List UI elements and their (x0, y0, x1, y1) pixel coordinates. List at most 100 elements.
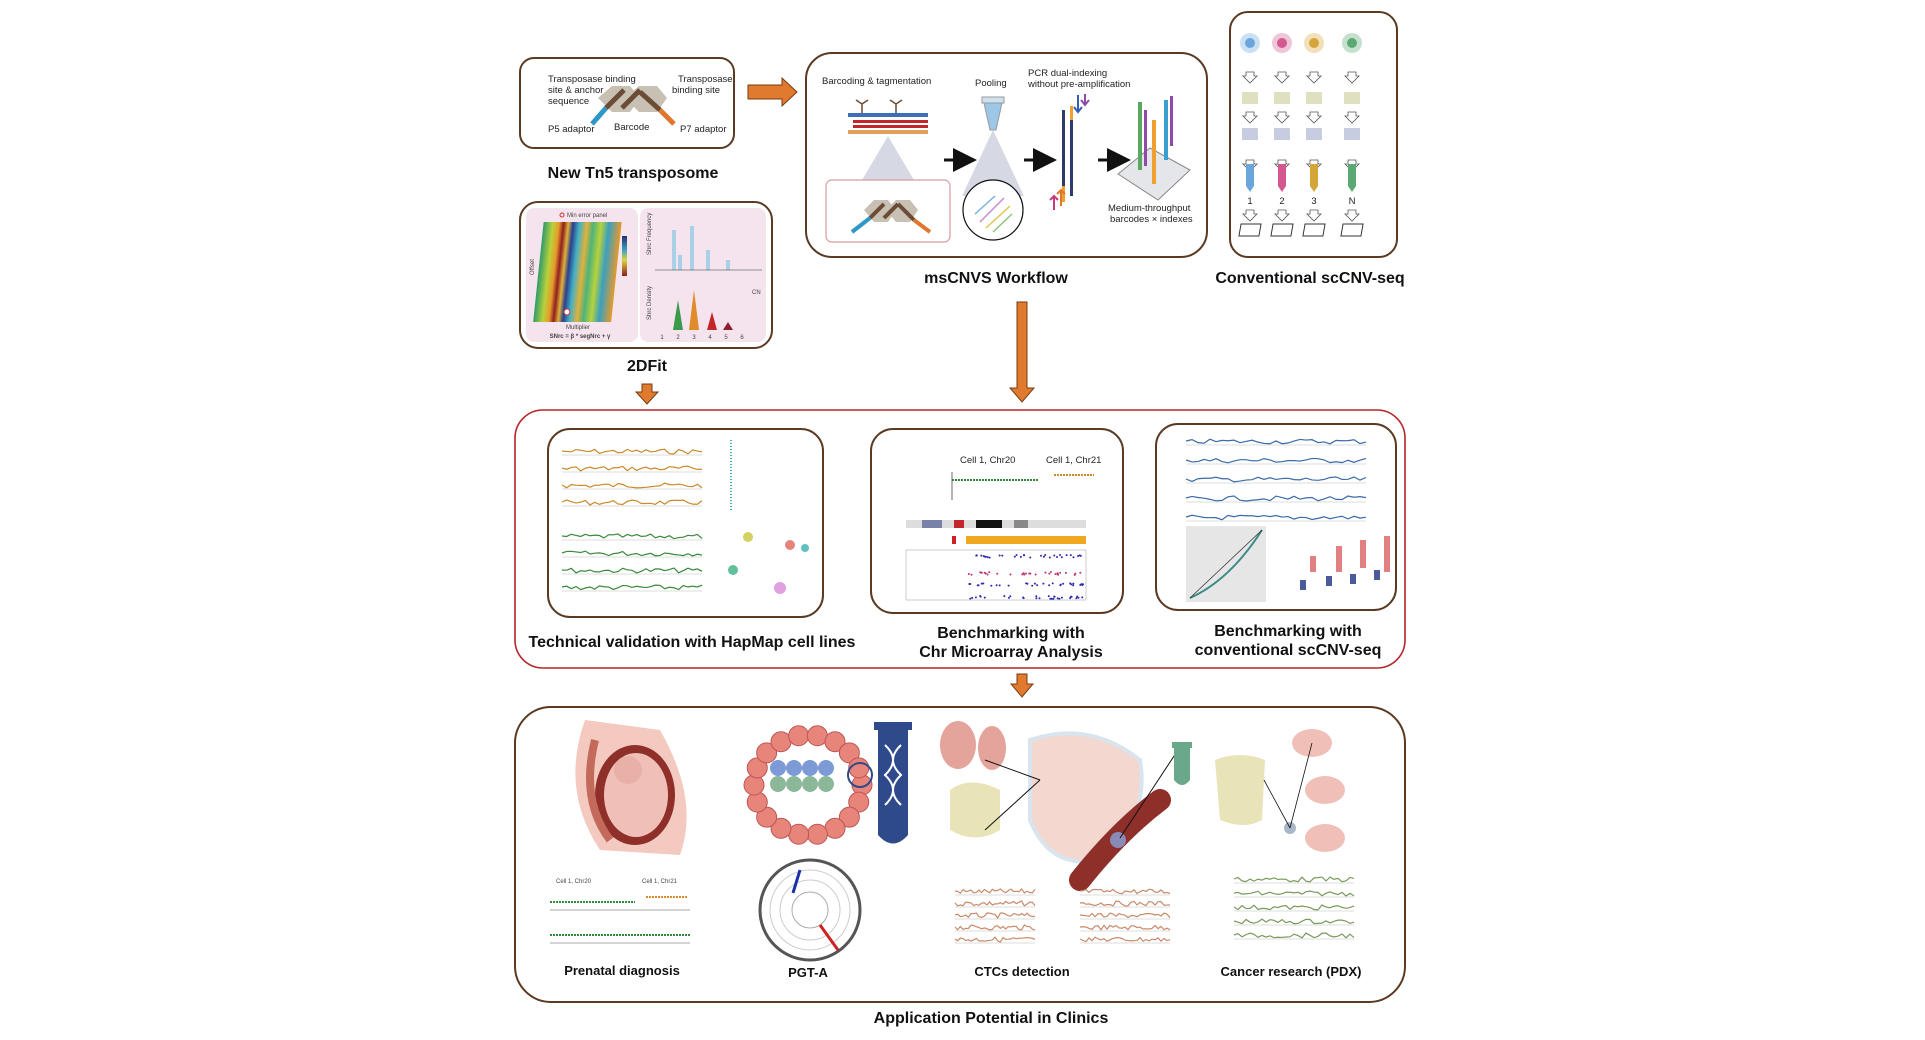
pregnancy-illustration (575, 720, 687, 855)
tn5-label-anchor-2: site & anchor (548, 85, 603, 96)
prenatal-cell21-label: Cell 1, Chr21 (642, 879, 678, 885)
histogram (655, 226, 762, 330)
allele-dot (979, 595, 982, 598)
hapmap-scatter (728, 440, 809, 594)
allele-dot (1056, 597, 1059, 600)
circos-plot (758, 858, 862, 962)
prenatal-label: Prenatal diagnosis (564, 963, 680, 978)
inner-cell (770, 776, 786, 792)
workflow-step-barcoding: Barcoding & tagmentation (822, 76, 931, 87)
pdx-row-trace (1233, 918, 1355, 925)
library-icon (1306, 128, 1322, 140)
density-peak (673, 300, 683, 330)
tn5-label-site: Transposase (678, 74, 733, 85)
tn5-label-anchor-3: sequence (548, 96, 589, 107)
allele-dot (1056, 555, 1059, 558)
arrow-down-icon (1242, 111, 1258, 124)
tube-label: 3 (1311, 196, 1316, 207)
heatmap-legend: Min error panel (567, 213, 607, 219)
allele-dot (983, 596, 986, 599)
hapmap-row-trace (561, 499, 703, 506)
allele-dot (1023, 573, 1026, 576)
tn5-transposome-icon (590, 86, 676, 126)
workflow-step-pooling: Pooling (975, 78, 1007, 89)
x-tick-label: 3 (692, 335, 696, 341)
allele-dot (988, 571, 991, 574)
allele-dot (1053, 554, 1056, 557)
allele-dot (982, 555, 985, 558)
ctc-row-trace (954, 924, 1036, 931)
trophectoderm-cell (788, 725, 810, 747)
allele-dot (1058, 597, 1061, 600)
allele-dot (995, 584, 998, 587)
magnified-cell (847, 762, 873, 788)
cma-chr-plot (905, 472, 1094, 601)
x-tick-label: 4 (708, 335, 712, 341)
allele-dot (982, 582, 985, 585)
allele-dot (976, 584, 979, 587)
legend-marker (559, 212, 565, 218)
validation-box (514, 409, 1406, 669)
allele-dot (1038, 597, 1041, 600)
pcr-strands-icon (1049, 94, 1090, 210)
allele-dot (986, 556, 989, 559)
library-icon (1344, 128, 1360, 140)
cma-title-2: Chr Microarray Analysis (919, 644, 1103, 661)
allele-dot (1074, 572, 1077, 575)
allele-dot (1059, 571, 1062, 574)
ctc-row-trace (954, 936, 1036, 943)
clinics-title: Application Potential in Clinics (874, 1010, 1109, 1027)
library-icon (1274, 128, 1290, 140)
ctc-row-trace (1079, 936, 1171, 943)
allele-dot (1062, 582, 1065, 585)
hapmap-row-trace (561, 482, 703, 489)
allele-dot (1081, 596, 1084, 599)
workflow-step-pcr: PCR dual-indexing (1028, 68, 1107, 79)
workflow-result-2: barcodes × indexes (1110, 214, 1193, 225)
ctc-cnv-plots (954, 888, 1171, 944)
trophectoderm-cell (746, 757, 768, 779)
allele-dot (1052, 597, 1055, 600)
prenatal-cnv-plot (550, 896, 690, 944)
tube-icon (1246, 164, 1254, 192)
cma-title: Benchmarking with (937, 625, 1085, 642)
allele-dot (1035, 595, 1038, 598)
arrow-down-icon (634, 383, 660, 405)
allele-dot (1047, 595, 1050, 598)
cma-cell20-label: Cell 1, Chr20 (960, 455, 1015, 466)
allele-dot (996, 572, 999, 575)
dna-fragments-icon (1274, 92, 1290, 104)
clinics-group: Cell 1, Chr20 Cell 1, Chr21 (514, 706, 1406, 1003)
trophectoderm-cell (824, 817, 846, 839)
allele-dot (975, 554, 978, 557)
tn5-label-site-2: binding site (672, 85, 720, 96)
trophectoderm-cell (806, 725, 828, 747)
histogram-bar (690, 226, 694, 270)
density-ylabel: Shrc Density (647, 286, 653, 320)
error-heatmap (533, 222, 622, 322)
allele-dot (1076, 595, 1079, 598)
arrow-down-icon (1344, 71, 1360, 84)
allele-dot (1028, 572, 1031, 575)
allele-dot (985, 555, 988, 558)
allele-dot (1059, 584, 1062, 587)
x-tick-label: 6 (740, 335, 744, 341)
pdx-label: Cancer research (PDX) (1221, 964, 1362, 979)
hapmap-box (547, 428, 824, 618)
trophectoderm-cell (756, 742, 778, 764)
allele-dot (1033, 582, 1036, 585)
allele-dot (1065, 554, 1068, 557)
arrow-down-icon (1306, 71, 1322, 84)
pdx-row-trace (1233, 904, 1355, 911)
arrow-right-icon (747, 76, 798, 108)
embryo-illustration (743, 725, 873, 845)
trophectoderm-cell (770, 731, 792, 753)
allele-dot (1001, 554, 1004, 557)
prenatal-cell20-label: Cell 1, Chr20 (556, 879, 592, 885)
allele-dot (1064, 571, 1067, 574)
pdx-row-trace (1233, 890, 1355, 897)
allele-dot (1059, 554, 1062, 557)
allele-dot (969, 583, 972, 586)
allele-dot (1054, 573, 1057, 576)
